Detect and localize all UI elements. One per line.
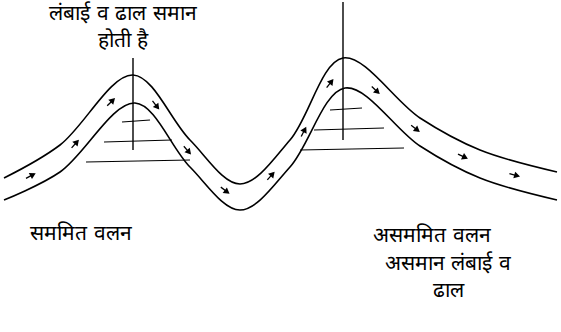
flow-arrow bbox=[369, 84, 382, 97]
flow-arrow bbox=[69, 137, 82, 150]
asymmetric-note: असमान लंबाई व ढाल bbox=[378, 250, 518, 305]
axial-plane-line bbox=[342, 2, 343, 140]
flow-arrow bbox=[181, 144, 194, 157]
arrow-head bbox=[268, 169, 277, 178]
fold-layer-line bbox=[4, 58, 557, 184]
symmetric-note: लंबाई व ढाल समान होती है bbox=[48, 0, 198, 55]
flow-arrow bbox=[24, 170, 37, 181]
bedding-line bbox=[104, 140, 172, 142]
arrow-head bbox=[72, 137, 81, 146]
asymmetric-fold-label: असममित वलन bbox=[352, 222, 512, 249]
flow-arrow bbox=[219, 184, 232, 196]
arrow-head bbox=[327, 77, 336, 86]
bedding-line bbox=[86, 160, 190, 162]
fold-layer-line bbox=[4, 88, 557, 210]
flow-arrow bbox=[509, 170, 521, 180]
arrow-head bbox=[223, 187, 232, 196]
flow-arrow bbox=[150, 99, 162, 112]
flow-arrow bbox=[105, 96, 118, 109]
flow-arrow bbox=[456, 151, 469, 162]
bedding-line bbox=[314, 128, 384, 130]
arrow-head bbox=[184, 148, 193, 157]
arrow-head bbox=[413, 125, 422, 134]
guide-path bbox=[4, 73, 557, 197]
arrow-head bbox=[373, 87, 382, 96]
axial-plane-line bbox=[132, 58, 133, 150]
arrow-head bbox=[513, 172, 521, 180]
bedding-line bbox=[330, 108, 362, 110]
flow-arrow bbox=[298, 125, 309, 138]
arrow-head bbox=[153, 103, 162, 112]
bedding-line bbox=[300, 148, 404, 150]
bedding-line bbox=[122, 120, 150, 122]
arrow-head bbox=[461, 153, 469, 162]
flow-arrow bbox=[265, 169, 278, 182]
arrow-head bbox=[29, 170, 38, 179]
arrow-head bbox=[108, 96, 117, 105]
arrow-head bbox=[300, 125, 309, 134]
symmetric-fold-label: सममित वलन bbox=[6, 220, 156, 247]
flow-arrow bbox=[324, 77, 336, 90]
flow-arrow bbox=[409, 122, 422, 134]
